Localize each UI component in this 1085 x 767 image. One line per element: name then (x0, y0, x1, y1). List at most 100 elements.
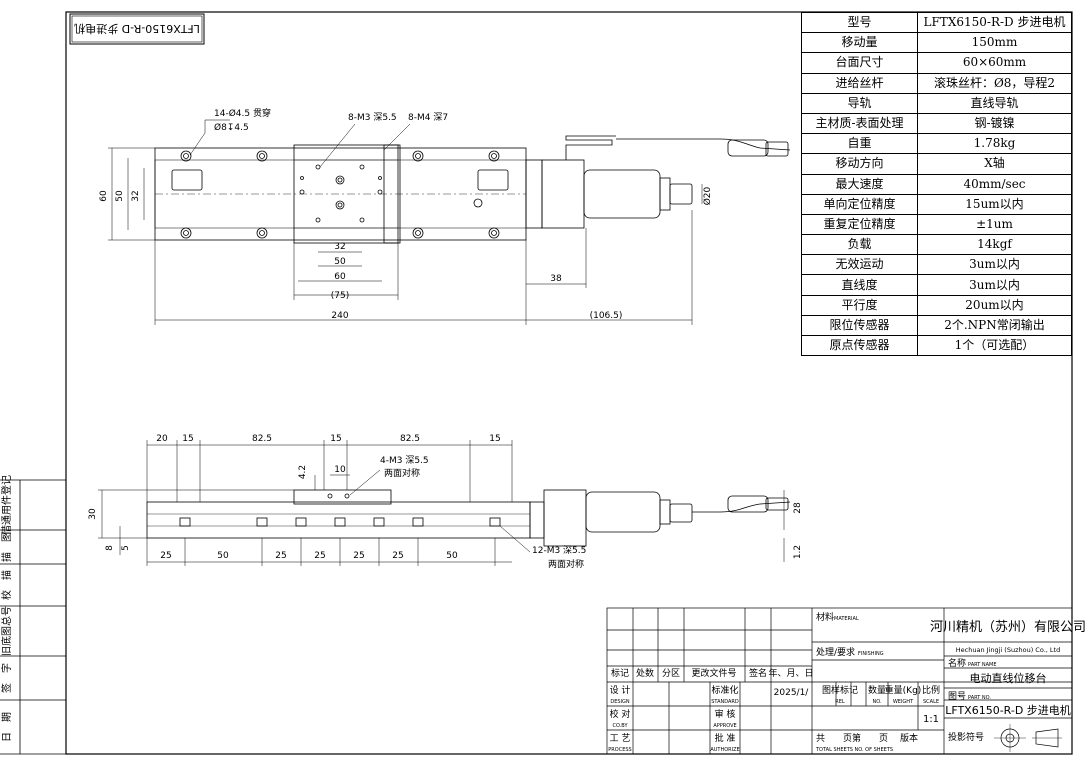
hdr-date: 年、月、日 (768, 667, 813, 679)
standard-en: STANDARD (711, 699, 739, 705)
scale-label: 比例 (922, 684, 940, 696)
spec-key: 单向定位精度 (801, 193, 918, 215)
note-m4-holes: 8-M4 深7 (408, 112, 448, 123)
scale-value: 1:1 (923, 714, 939, 725)
scale-en: SCALE (923, 699, 939, 705)
dim-240-length: 240 (331, 311, 348, 321)
dim-28: 28 (793, 502, 803, 514)
spec-row: 进给丝杆滚珠丝杆：Ø8，导程2 (801, 72, 1072, 94)
dim-10: 10 (334, 465, 346, 475)
side-base (146, 501, 531, 539)
spec-value: 40mm/sec (917, 173, 1072, 195)
note-4m3: 4-M3 深5.5 (380, 455, 429, 466)
process-en: PROCESS (608, 747, 631, 753)
finishing-en: FINISHING (858, 651, 884, 657)
note-symmetric-b: 两面对称 (548, 558, 584, 570)
hdr-count: 处数 (636, 667, 654, 679)
drawing-frame (65, 11, 1073, 755)
spec-key: 重复定位精度 (801, 213, 918, 236)
left-strip (0, 479, 66, 755)
part-name-en: PART NAME (968, 662, 997, 668)
spec-row: 主材质-表面处理钢-镀镍 (801, 112, 1072, 135)
dim-1-2: 1.2 (793, 545, 803, 559)
spec-value: 2个.NPN常闭输出 (917, 314, 1072, 337)
strip-label-2: 描 图 (0, 532, 13, 562)
spec-key: 移动方向 (801, 153, 918, 175)
note-through-holes: 14-Ø4.5 贯穿 (214, 107, 271, 119)
side-motor (543, 489, 587, 547)
check-label: 校 对 (610, 708, 631, 720)
design-en: DESIGN (610, 699, 630, 705)
note-m3-holes: 8-M3 深5.5 (348, 112, 397, 123)
strip-label-4: 旧底图总号 (0, 606, 13, 656)
note-12m3: 12-M3 深5.5 (532, 545, 586, 556)
note-counterbore: Ø8↧4.5 (214, 122, 249, 133)
sheets-en: TOTAL SHEETS NO. OF SHEETS (815, 747, 893, 753)
side-view (98, 440, 791, 566)
dim-25-b: 25 (275, 551, 286, 561)
stage-label: 图样标记 (822, 684, 858, 696)
part-no-label: 图号 (948, 691, 966, 702)
spec-key: 移动量 (801, 32, 918, 54)
approve-en: AUTHORIZE (710, 747, 739, 753)
spec-key: 主材质-表面处理 (801, 112, 918, 135)
spec-value: 1.78kg (917, 133, 1072, 155)
spec-value: 钢-镀镍 (917, 112, 1072, 135)
dim-50-height: 50 (115, 190, 125, 202)
company-name-en: Hechuan Jingji (Suzhou) Co., Ltd (956, 646, 1060, 654)
weight-label: 重量(Kg) (885, 684, 922, 696)
note-symmetric-a: 两面对称 (384, 467, 420, 479)
left-strip-labels: 借通用件登记 描 图 校 描 旧底图总号 签 字 日 期 (0, 475, 13, 742)
dim-15-b: 15 (330, 434, 341, 444)
dim-30: 30 (88, 508, 98, 520)
side-holes (179, 493, 501, 527)
qty-en: NO. (872, 699, 881, 705)
process-label: 工 艺 (610, 733, 631, 744)
approve-label: 批 准 (715, 732, 736, 744)
spec-row: 导轨直线导轨 (801, 92, 1072, 114)
dim-50-width: 50 (334, 257, 346, 267)
spec-key: 进给丝杆 (801, 72, 918, 94)
spec-value: LFTX6150-R-D 步进电机 (917, 11, 1072, 34)
spec-value: 滚珠丝杆：Ø8，导程2 (917, 72, 1072, 94)
hdr-sign: 签名 (749, 667, 767, 679)
strip-label-6: 日 期 (1, 712, 13, 742)
spec-key: 平行度 (801, 294, 918, 316)
spec-row: 重复定位精度±1um (801, 213, 1072, 236)
strip-label-3: 校 描 (0, 570, 13, 600)
dim-75-width: (75) (331, 291, 349, 301)
check-en: CO.BY (612, 723, 628, 729)
version-label: 版本 (900, 732, 918, 744)
dim-8: 8 (105, 545, 115, 551)
hdr-mark: 标记 (611, 667, 629, 679)
dim-15-a: 15 (182, 434, 193, 444)
spec-value: 150mm (917, 32, 1072, 54)
part-name: 电动直线位移台 (970, 671, 1047, 685)
title-block-labels: 河川精机（苏州）有限公司 Hechuan Jingji (Suzhou) Co.… (608, 611, 1085, 753)
dim-82-5-a: 82.5 (252, 434, 272, 444)
title-stamp: LFTX6150-R-D 步进电机 (69, 13, 205, 45)
review-en: APPROVE (713, 723, 736, 729)
carriage-table (293, 144, 399, 244)
side-view-labels: 20 15 82.5 15 82.5 15 25 50 25 25 25 25 … (88, 434, 803, 570)
projection-label: 投影符号 (948, 731, 984, 743)
review-label: 审 核 (715, 708, 736, 720)
dim-dia-20: Ø20 (702, 186, 713, 205)
spec-key: 导轨 (801, 92, 918, 114)
dim-32-width: 32 (334, 242, 345, 252)
spec-value: 20um以内 (917, 294, 1072, 316)
part-no-en: PART NO. (968, 695, 991, 701)
qty-label: 数量 (868, 684, 886, 696)
